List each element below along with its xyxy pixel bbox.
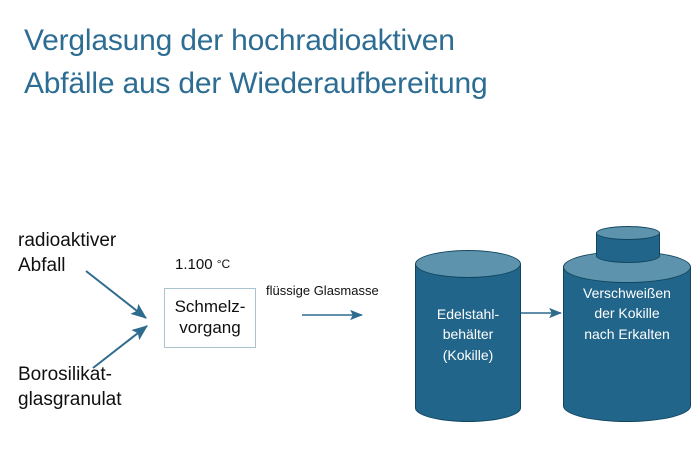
vessel-body [415,264,521,408]
vessel-welded-canister: Verschweißen der Kokille nach Erkalten [563,251,691,422]
temperature-unit: °C [216,257,231,271]
vessel-welded-canister-label: Verschweißen der Kokille nach Erkalten [583,285,671,342]
label-borosilicate-glass-granulate: Borosilikat- glasgranulat [18,364,122,410]
vessel-lid-plug [596,226,660,263]
vessel-top-ellipse [563,251,691,283]
arrow-granulate-to-melting [92,325,148,369]
vessel-steel-canister: Edelstahl- behälter (Kokille) [415,250,521,422]
vessel-steel-canister-label: Edelstahl- behälter (Kokille) [436,306,500,363]
box-melting-process-label: Schmelz- vorgang [174,297,246,337]
vessel-top-ellipse [415,250,521,278]
page-title: Verglasung der hochradioaktiven Abfälle … [24,24,488,100]
label-liquid-glass-mass: flüssige Glasmasse [266,283,379,298]
box-melting-process: Schmelz- vorgang [164,288,256,348]
lid-top-ellipse [596,226,660,240]
vessel-body [563,267,691,406]
temperature-value: 1.100 [175,256,213,273]
label-temperature: 1.100 °C [175,256,230,273]
label-radioactive-waste: radioaktiver Abfall [18,230,117,276]
